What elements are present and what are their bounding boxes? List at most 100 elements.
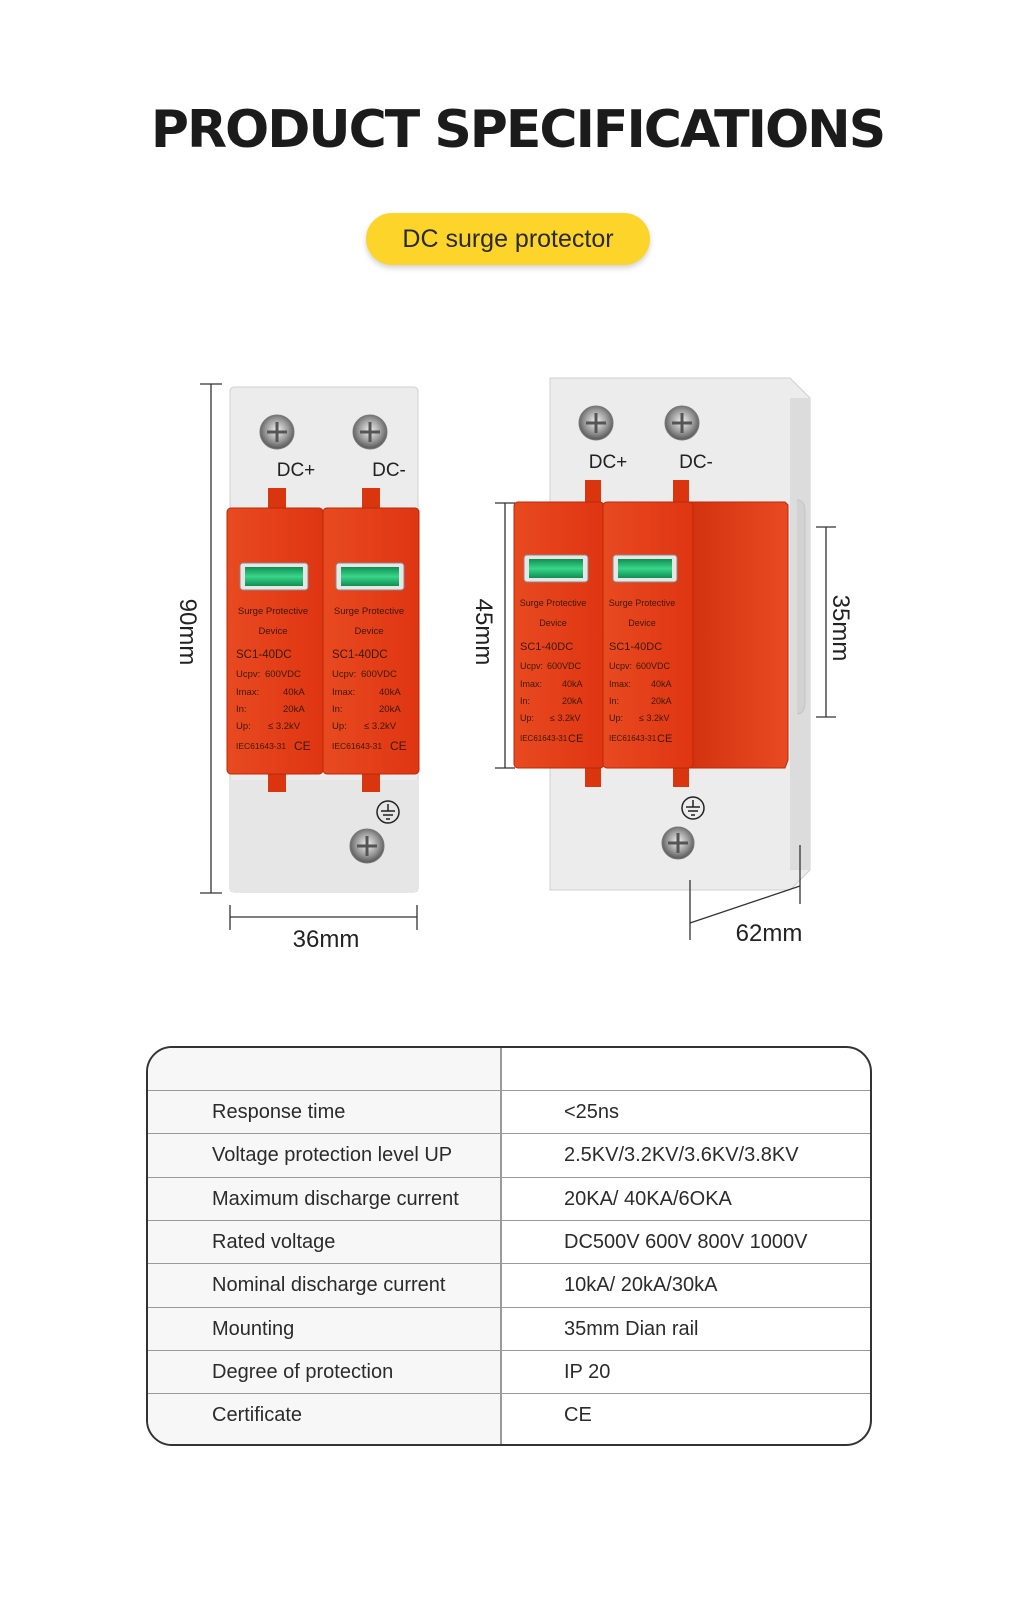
svg-text:Ucpv:: Ucpv: bbox=[520, 661, 543, 671]
screw-terminal-icon bbox=[352, 414, 388, 450]
svg-text:Surge Protective: Surge Protective bbox=[334, 606, 404, 617]
spec-name: Certificate bbox=[212, 1404, 303, 1427]
svg-text:600VDC: 600VDC bbox=[265, 669, 301, 680]
spec-value: <25ns bbox=[564, 1101, 620, 1123]
spec-name: Response time bbox=[212, 1101, 346, 1123]
product-type-badge: DC surge protector bbox=[366, 213, 650, 265]
spec-name: Mounting bbox=[212, 1317, 295, 1340]
svg-text:Imax:: Imax: bbox=[236, 687, 259, 698]
front-view-device: DC+ DC- Surge Protective Device SC1-40DC… bbox=[226, 386, 420, 893]
svg-text:Up:: Up: bbox=[236, 721, 251, 732]
svg-text:Device: Device bbox=[628, 618, 656, 628]
svg-text:Imax:: Imax: bbox=[520, 679, 542, 689]
screw-terminal-icon bbox=[578, 405, 614, 441]
svg-text:SC1-40DC: SC1-40DC bbox=[520, 641, 573, 653]
svg-text:Ucpv:: Ucpv: bbox=[332, 669, 356, 680]
spec-value: DC500V 600V 800V 1000V bbox=[564, 1230, 808, 1253]
svg-text:IEC61643-31: IEC61643-31 bbox=[609, 734, 657, 743]
front-height-dimension-line bbox=[495, 502, 515, 769]
width-dimension-line bbox=[229, 905, 418, 930]
table-row: Voltage protection level UP 2.5KV/3.2KV/3… bbox=[148, 1133, 870, 1176]
svg-text:Ucpv:: Ucpv: bbox=[609, 661, 632, 671]
screw-terminal-icon bbox=[664, 405, 700, 441]
svg-text:In:: In: bbox=[236, 704, 247, 715]
spec-value: 35mm Dian rail bbox=[564, 1317, 699, 1340]
table-row: Nominal discharge current 10kA/ 20kA/30kA bbox=[148, 1263, 870, 1306]
svg-text:In:: In: bbox=[332, 704, 343, 715]
side-view-device: DC+ DC- Surge Protective Device SC1-40DC… bbox=[513, 377, 811, 891]
svg-text:Ucpv:: Ucpv: bbox=[236, 669, 260, 680]
spec-value: 10kA/ 20kA/30kA bbox=[564, 1274, 718, 1297]
screw-terminal-icon bbox=[349, 828, 385, 864]
product-dimension-figure: DC+ DC- Surge Protective Device SC1-40DC… bbox=[174, 377, 854, 953]
svg-text:Surge Protective: Surge Protective bbox=[238, 606, 308, 617]
svg-text:SC1-40DC: SC1-40DC bbox=[236, 649, 292, 661]
svg-text:Device: Device bbox=[354, 626, 383, 637]
svg-text:20kA: 20kA bbox=[379, 704, 401, 715]
svg-text:Up:: Up: bbox=[332, 721, 347, 732]
svg-text:SC1-40DC: SC1-40DC bbox=[332, 649, 388, 661]
svg-text:40kA: 40kA bbox=[283, 687, 305, 698]
svg-text:20kA: 20kA bbox=[651, 696, 672, 706]
svg-text:IEC61643-31: IEC61643-31 bbox=[332, 741, 382, 751]
table-row: Maximum discharge current 20KA/ 40KA/6OKA bbox=[148, 1176, 870, 1220]
svg-text:40kA: 40kA bbox=[562, 679, 583, 689]
svg-text:CE: CE bbox=[657, 733, 672, 745]
front-height-dimension-label: 45mm bbox=[470, 599, 497, 666]
svg-text:40kA: 40kA bbox=[379, 687, 401, 698]
spec-value: 20KA/ 40KA/6OKA bbox=[564, 1187, 732, 1210]
table-header-row bbox=[148, 1048, 870, 1090]
ground-symbol-icon bbox=[681, 796, 705, 820]
spd-module-right: Surge Protective Device SC1-40DC Ucpv: 6… bbox=[322, 507, 420, 775]
table-row: Response time <25ns bbox=[148, 1090, 870, 1133]
svg-text:600VDC: 600VDC bbox=[636, 661, 671, 671]
table-row: Mounting 35mm Dian rail bbox=[148, 1306, 870, 1350]
side-height-dimension-line bbox=[816, 526, 836, 718]
dc-negative-label-side: DC- bbox=[679, 452, 713, 473]
svg-text:In:: In: bbox=[520, 696, 530, 706]
svg-text:IEC61643-31: IEC61643-31 bbox=[236, 741, 286, 751]
svg-text:CE: CE bbox=[568, 733, 583, 745]
svg-text:Imax:: Imax: bbox=[332, 687, 355, 698]
svg-text:Surge Protective: Surge Protective bbox=[609, 598, 676, 608]
svg-text:CE: CE bbox=[294, 739, 311, 753]
height-dimension-line bbox=[200, 383, 222, 894]
svg-text:Surge Protective: Surge Protective bbox=[520, 598, 587, 608]
dc-negative-label: DC- bbox=[372, 460, 406, 481]
svg-text:Device: Device bbox=[258, 626, 287, 637]
svg-text:≤ 3.2kV: ≤ 3.2kV bbox=[364, 721, 397, 732]
svg-text:Imax:: Imax: bbox=[609, 679, 631, 689]
height-dimension-label: 90mm bbox=[174, 599, 201, 666]
width-dimension-label: 36mm bbox=[293, 926, 360, 953]
ground-symbol-icon bbox=[376, 800, 400, 824]
svg-text:≤ 3.2kV: ≤ 3.2kV bbox=[550, 713, 580, 723]
table-row: Degree of protection IP 20 bbox=[148, 1349, 870, 1393]
screw-terminal-icon bbox=[259, 414, 295, 450]
svg-text:Up:: Up: bbox=[609, 713, 623, 723]
spec-value: 2.5KV/3.2KV/3.6KV/3.8KV bbox=[564, 1144, 799, 1167]
spec-name: Nominal discharge current bbox=[212, 1274, 446, 1297]
svg-text:20kA: 20kA bbox=[283, 704, 305, 715]
page-title: PRODUCT SPECIFICATIONS bbox=[150, 100, 886, 160]
spec-name: Maximum discharge current bbox=[212, 1187, 459, 1210]
spec-name: Degree of protection bbox=[212, 1360, 394, 1383]
svg-text:CE: CE bbox=[390, 739, 407, 753]
dc-positive-label: DC+ bbox=[277, 460, 316, 481]
spec-name: Voltage protection level UP bbox=[212, 1144, 453, 1167]
svg-text:≤ 3.2kV: ≤ 3.2kV bbox=[268, 721, 301, 732]
svg-text:In:: In: bbox=[609, 696, 619, 706]
svg-text:600VDC: 600VDC bbox=[547, 661, 582, 671]
screw-terminal-icon bbox=[661, 826, 695, 860]
spec-value: CE bbox=[564, 1404, 592, 1427]
spd-module-left: Surge Protective Device SC1-40DC Ucpv: 6… bbox=[226, 507, 324, 775]
spd-module-side-left: Surge Protective Device SC1-40DC Ucpv: 6… bbox=[513, 501, 605, 769]
svg-text:≤ 3.2kV: ≤ 3.2kV bbox=[639, 713, 669, 723]
svg-text:Up:: Up: bbox=[520, 713, 534, 723]
svg-text:600VDC: 600VDC bbox=[361, 669, 397, 680]
table-row: Certificate CE bbox=[148, 1393, 870, 1436]
depth-dimension-label: 62mm bbox=[736, 920, 803, 947]
svg-text:SC1-40DC: SC1-40DC bbox=[609, 641, 662, 653]
spec-value: IP 20 bbox=[564, 1360, 611, 1383]
svg-text:40kA: 40kA bbox=[651, 679, 672, 689]
